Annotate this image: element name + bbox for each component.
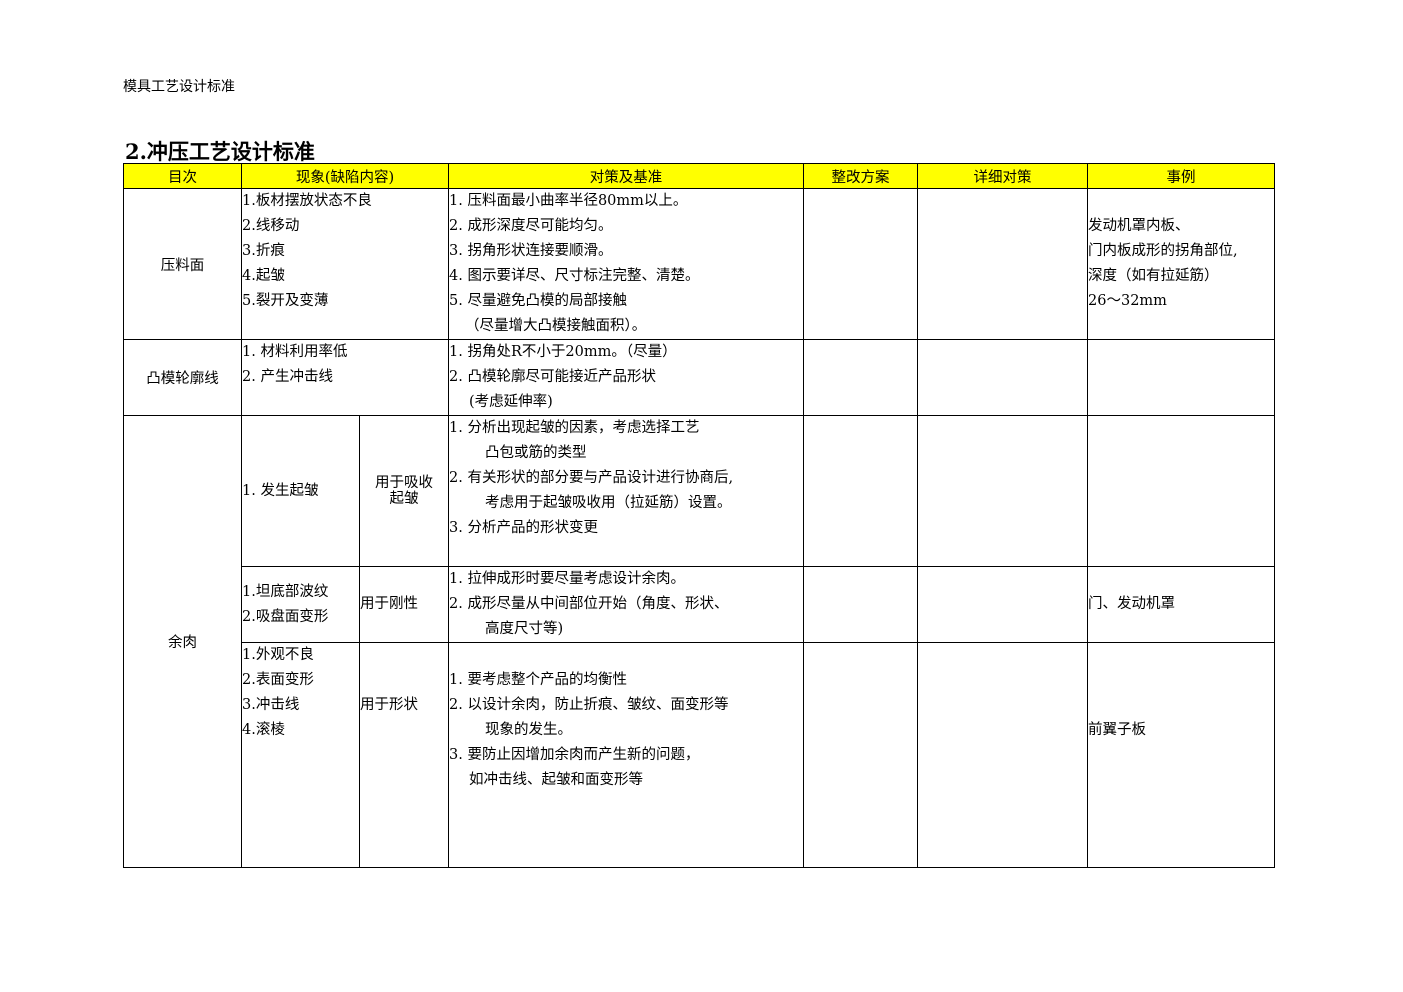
measure-line: （尽量增大凸模接触面积）。 <box>465 318 647 334</box>
phenomenon-cell: 1. 发生起皱 <box>241 415 360 567</box>
rectification-cell <box>803 415 919 567</box>
category-cell: 压料面 <box>123 188 242 340</box>
measure-line: 5. 尽量避免凸模的局部接触 <box>449 293 627 309</box>
measure-line: 2. 以设计余肉，防止折痕、皱纹、面变形等 <box>449 697 729 713</box>
examples-cell: 发动机罩内板、 门内板成形的拐角部位, 深度（如有拉延筋） 26～32mm <box>1087 188 1276 340</box>
phenomenon-cell: 1.外观不良 2.表面变形 3.冲击线 4.滚棱 <box>241 642 360 868</box>
measure-line: 3. 要防止因增加余肉而产生新的问题， <box>449 747 700 763</box>
phenomenon-line: 2. 产生冲击线 <box>242 369 333 385</box>
table-row: 1.坦底部波纹 2.吸盘面变形 用于刚性 1. 拉伸成形时要尽量考虑设计余肉。 … <box>124 566 1276 643</box>
phenomenon-line: 2.表面变形 <box>242 672 314 688</box>
phenomenon-cell: 1. 材料利用率低 2. 产生冲击线 <box>240 339 450 416</box>
purpose-line: 用于吸收 <box>375 475 433 491</box>
example-line: 门、发动机罩 <box>1088 596 1176 612</box>
detailed-measures-cell <box>917 188 1089 340</box>
design-standard-table: 目次 现象(缺陷内容) 对策及基准 整改方案 详细对策 事例 压料面 1.板材摆… <box>123 163 1276 868</box>
section-title: 2.冲压工艺设计标准 <box>125 139 315 164</box>
rectification-cell <box>803 642 919 868</box>
rectification-cell <box>803 339 919 416</box>
purpose-line: 用于刚性 <box>360 596 418 612</box>
purpose-line: 用于形状 <box>360 697 418 713</box>
example-line: 前翼子板 <box>1088 722 1147 738</box>
header-measures: 对策及基准 <box>448 163 805 189</box>
measure-line: 2. 有关形状的部分要与产品设计进行协商后, <box>449 470 734 486</box>
example-line: 深度（如有拉延筋） <box>1088 268 1219 284</box>
table-header-row: 目次 现象(缺陷内容) 对策及基准 整改方案 详细对策 事例 <box>123 163 1276 189</box>
detailed-measures-cell <box>917 642 1089 868</box>
phenomenon-line: 1.坦底部波纹 <box>242 583 329 600</box>
category-cell: 凸模轮廓线 <box>123 339 242 416</box>
document-header-label: 模具工艺设计标准 <box>123 79 235 95</box>
table-row: 压料面 1.板材摆放状态不良 2.线移动 3.折痕 4.起皱 5.裂开及变薄 1… <box>123 188 1276 340</box>
phenomenon-line: 5.裂开及变薄 <box>242 293 329 309</box>
table-row: 1.外观不良 2.表面变形 3.冲击线 4.滚棱 用于形状 1. 要考虑整个产品… <box>124 642 1276 868</box>
measure-line: 3. 拐角形状连接要顺滑。 <box>449 243 613 259</box>
header-rectification-plan: 整改方案 <box>803 163 919 189</box>
example-line: 发动机罩内板、 <box>1088 218 1190 234</box>
measure-line: 如冲击线、起皱和面变形等 <box>469 772 644 788</box>
measures-cell: 1. 拉伸成形时要尽量考虑设计余肉。 2. 成形尽量从中间部位开始（角度、形状、… <box>448 566 805 643</box>
purpose-cell: 用于形状 <box>358 642 450 868</box>
measure-line: 1. 压料面最小曲率半径80mm以上。 <box>449 193 688 209</box>
examples-cell <box>1087 339 1276 416</box>
measure-line: 凸包或筋的类型 <box>485 445 587 461</box>
detailed-measures-cell <box>917 566 1089 643</box>
measures-cell: 1. 要考虑整个产品的均衡性 2. 以设计余肉，防止折痕、皱纹、面变形等 现象的… <box>448 642 805 868</box>
measure-line: 2. 成形尽量从中间部位开始（角度、形状、 <box>449 596 729 612</box>
measure-line: 3. 分析产品的形状变更 <box>449 520 598 536</box>
measures-cell: 1. 分析出现起皱的因素，考虑选择工艺 凸包或筋的类型 2. 有关形状的部分要与… <box>448 415 805 567</box>
measure-line: 1. 拉伸成形时要尽量考虑设计余肉。 <box>449 571 685 587</box>
purpose-cell: 用于吸收 起皱 <box>358 415 450 567</box>
measure-line: 2. 成形深度尽可能均匀。 <box>449 218 613 234</box>
phenomenon-line: 2.线移动 <box>242 218 300 234</box>
phenomenon-line: 1.外观不良 <box>242 647 314 663</box>
measures-cell: 1. 拐角处R不小于20mm。（尽量） 2. 凸模轮廓尽可能接近产品形状 (考虑… <box>448 339 805 416</box>
phenomenon-line: 1. 发生起皱 <box>242 482 319 499</box>
category-cell: 余肉 <box>123 415 242 868</box>
measure-line: 考虑用于起皱吸收用（拉延筋）设置。 <box>485 495 732 511</box>
measure-line: 1. 拐角处R不小于20mm。（尽量） <box>449 344 677 360</box>
phenomenon-line: 3.折痕 <box>242 243 285 259</box>
examples-cell: 前翼子板 <box>1087 642 1276 868</box>
example-line: 门内板成形的拐角部位, <box>1088 243 1238 259</box>
measure-line: 4. 图示要详尽、尺寸标注完整、清楚。 <box>449 268 700 284</box>
table-row: 余肉 1. 发生起皱 用于吸收 起皱 1. 分析出现起皱的因素，考虑选择工艺 凸… <box>123 415 1276 868</box>
header-phenomenon: 现象(缺陷内容) <box>240 163 450 189</box>
rectification-cell <box>803 188 919 340</box>
examples-cell: 门、发动机罩 <box>1087 566 1276 643</box>
example-line: 26～32mm <box>1088 293 1167 309</box>
phenomenon-line: 1.板材摆放状态不良 <box>242 193 372 209</box>
measure-line: 高度尺寸等) <box>485 621 564 637</box>
header-examples: 事例 <box>1087 163 1276 189</box>
purpose-cell: 用于刚性 <box>358 566 450 643</box>
phenomenon-line: 3.冲击线 <box>242 697 300 713</box>
rectification-cell <box>803 566 919 643</box>
measure-line: (考虑延伸率) <box>469 394 553 410</box>
header-category: 目次 <box>123 163 242 189</box>
measures-cell: 1. 压料面最小曲率半径80mm以上。 2. 成形深度尽可能均匀。 3. 拐角形… <box>448 188 805 340</box>
measure-line: 1. 分析出现起皱的因素，考虑选择工艺 <box>449 420 700 436</box>
detailed-measures-cell <box>917 415 1089 567</box>
phenomenon-line: 4.滚棱 <box>242 722 285 738</box>
phenomenon-cell: 1.板材摆放状态不良 2.线移动 3.折痕 4.起皱 5.裂开及变薄 <box>240 188 450 340</box>
phenomenon-line: 1. 材料利用率低 <box>242 344 348 360</box>
measure-line: 1. 要考虑整个产品的均衡性 <box>449 672 627 688</box>
purpose-line: 起皱 <box>389 491 419 507</box>
phenomenon-cell: 1.坦底部波纹 2.吸盘面变形 <box>241 566 360 643</box>
header-detailed-measures: 详细对策 <box>917 163 1089 189</box>
measure-line: 现象的发生。 <box>485 722 573 738</box>
detailed-measures-cell <box>917 339 1089 416</box>
measure-line: 2. 凸模轮廓尽可能接近产品形状 <box>449 369 656 385</box>
phenomenon-line: 4.起皱 <box>242 268 285 284</box>
examples-cell <box>1087 415 1276 567</box>
table-row: 凸模轮廓线 1. 材料利用率低 2. 产生冲击线 1. 拐角处R不小于20mm。… <box>123 339 1276 416</box>
phenomenon-line: 2.吸盘面变形 <box>242 608 329 625</box>
